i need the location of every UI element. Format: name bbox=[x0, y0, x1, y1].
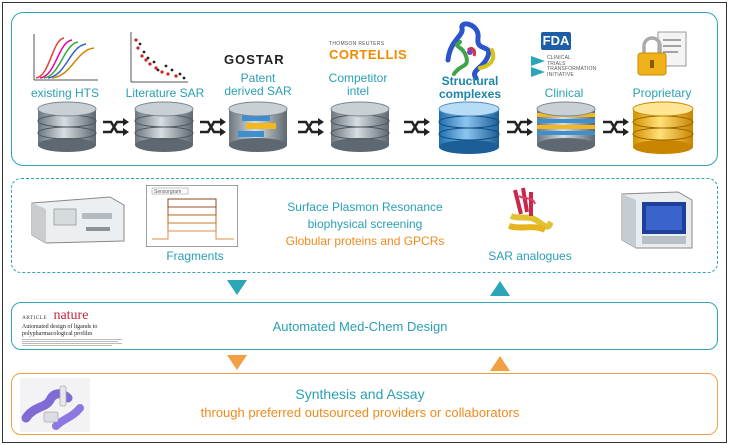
transfer-arrows-icon-4 bbox=[404, 118, 430, 136]
ctti-line-1: CLINICAL bbox=[547, 55, 572, 61]
ctti-line-4: INITIATIVE bbox=[547, 71, 574, 78]
ctti-emblem-icon bbox=[531, 56, 545, 77]
database-icon-proprietary bbox=[632, 101, 694, 154]
nature-paper-thumbnail: ARTICLE nature Automated design of ligan… bbox=[22, 306, 128, 348]
paper-body-lines bbox=[22, 339, 128, 346]
sar-analogues-icon bbox=[508, 187, 553, 233]
paper-title: Automated design of ligands to polypharm… bbox=[22, 324, 98, 337]
paper-article-tag: ARTICLE bbox=[22, 315, 47, 321]
spr-line-1: Surface Plasmon Resonance bbox=[287, 200, 443, 214]
cortellis-logo: THOMSON REUTERS CORTELLIS bbox=[329, 41, 407, 62]
medchem-panel bbox=[11, 302, 718, 350]
data-sources-panel bbox=[11, 12, 718, 166]
literature-scatter-thumbnail bbox=[130, 32, 188, 83]
down-arrow-teal bbox=[227, 280, 247, 295]
database-icon-hts bbox=[37, 101, 97, 152]
lock-document-icon bbox=[637, 31, 687, 76]
stage-label-clinical: Clinical bbox=[544, 86, 584, 100]
stage-label-structural-line-1: Structural bbox=[441, 74, 499, 88]
stage-label-competitor: Competitor intel bbox=[322, 72, 394, 98]
stage-label-patent: Patent derived SAR bbox=[218, 72, 298, 98]
protein-structure-thumbnail bbox=[445, 21, 496, 81]
hts-curves-thumbnail bbox=[33, 34, 98, 81]
ctti-line-3: TRANSFORMATION bbox=[547, 66, 597, 72]
synthesis-title: Synthesis and Assay bbox=[295, 386, 425, 402]
stage-label-proprietary: Proprietary bbox=[632, 86, 692, 100]
transfer-arrows-icon-6 bbox=[603, 118, 629, 136]
gloved-hands-icon bbox=[20, 378, 90, 432]
database-icon-patent bbox=[228, 101, 288, 152]
screening-robot-icon bbox=[621, 191, 693, 249]
stage-label-competitor-line-2: intel bbox=[346, 84, 369, 98]
cortellis-name: CORTELLIS bbox=[329, 47, 408, 62]
up-arrow-teal bbox=[490, 281, 510, 296]
stage-label-hts: existing HTS bbox=[30, 86, 100, 100]
database-icon-structural bbox=[438, 101, 500, 154]
stage-label-structural: Structural complexes bbox=[430, 75, 510, 101]
database-icon-literature bbox=[134, 101, 194, 152]
up-arrow-orange bbox=[490, 356, 510, 371]
stage-label-patent-line-1: Patent bbox=[240, 71, 276, 85]
sensorgram-plot: Sensorgram bbox=[146, 185, 238, 247]
ctti-line-2: TRIALS bbox=[547, 60, 566, 67]
spr-line-3: Globular proteins and GPCRs bbox=[285, 234, 445, 248]
transfer-arrows-icon-2 bbox=[200, 118, 226, 136]
transfer-arrows-icon-1 bbox=[103, 118, 129, 136]
stage-label-competitor-line-1: Competitor bbox=[328, 71, 388, 85]
stage-label-structural-line-2: complexes bbox=[438, 87, 502, 101]
stage-label-patent-line-2: derived SAR bbox=[224, 84, 292, 98]
cortellis-publisher: THOMSON REUTERS bbox=[329, 41, 385, 47]
transfer-arrows-icon-3 bbox=[298, 118, 324, 136]
database-icon-competitor bbox=[330, 101, 390, 152]
database-icon-clinical bbox=[536, 101, 596, 152]
fda-logo: FDA bbox=[541, 32, 571, 50]
ctti-text: CLINICAL TRIALS TRANSFORMATION INITIATIV… bbox=[547, 55, 597, 78]
fragments-label: Fragments bbox=[166, 249, 224, 263]
transfer-arrows-icon-5 bbox=[507, 118, 533, 136]
spr-screening-panel bbox=[11, 178, 718, 273]
medchem-label: Automated Med-Chem Design bbox=[272, 319, 448, 334]
paper-journal: nature bbox=[53, 308, 89, 323]
stage-label-literature: Literature SAR bbox=[125, 86, 205, 100]
sensorgram-legend: Sensorgram bbox=[154, 189, 181, 195]
spr-instrument-icon bbox=[31, 196, 125, 244]
synthesis-subtitle: through preferred outsourced providers o… bbox=[200, 405, 520, 420]
spr-line-2: biophysical screening bbox=[307, 217, 423, 231]
gostar-logo: GOSTAR bbox=[224, 52, 285, 67]
sar-analogues-label: SAR analogues bbox=[488, 249, 572, 263]
down-arrow-orange bbox=[227, 355, 247, 370]
synthesis-panel bbox=[11, 373, 718, 435]
spr-description: Surface Plasmon Resonance biophysical sc… bbox=[250, 199, 480, 250]
